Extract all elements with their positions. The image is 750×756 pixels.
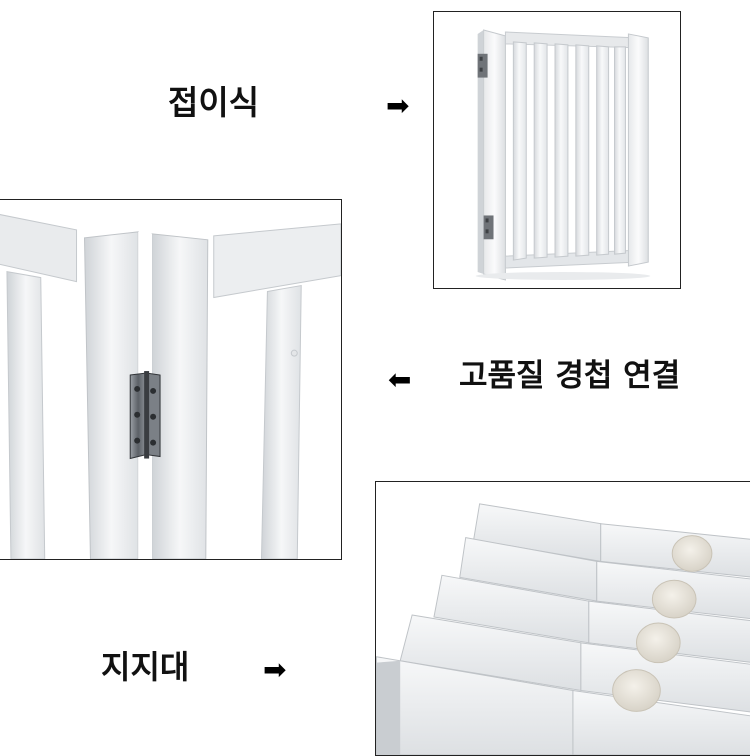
photo-folding-panel xyxy=(433,11,681,289)
hinge-closeup-illustration xyxy=(0,214,341,559)
folding-gate-illustration xyxy=(475,29,651,281)
caption-support: 지지대 xyxy=(101,648,190,686)
hinge-icon xyxy=(129,371,161,460)
caption-hinge: 고품질 경첩 연결 xyxy=(459,358,681,394)
rubber-pad-icon xyxy=(612,535,713,712)
arrow-left-icon: ⬅ xyxy=(388,363,412,396)
support-feet-illustration xyxy=(376,503,750,755)
arrow-right-icon: ➡ xyxy=(386,89,410,122)
caption-folding: 접이식 xyxy=(168,83,260,122)
photo-hinge-closeup xyxy=(0,199,342,560)
arrow-right-icon: ➡ xyxy=(263,653,287,686)
hinge-icon xyxy=(483,215,494,240)
hinge-icon xyxy=(477,53,488,78)
photo-support-feet xyxy=(375,481,750,756)
